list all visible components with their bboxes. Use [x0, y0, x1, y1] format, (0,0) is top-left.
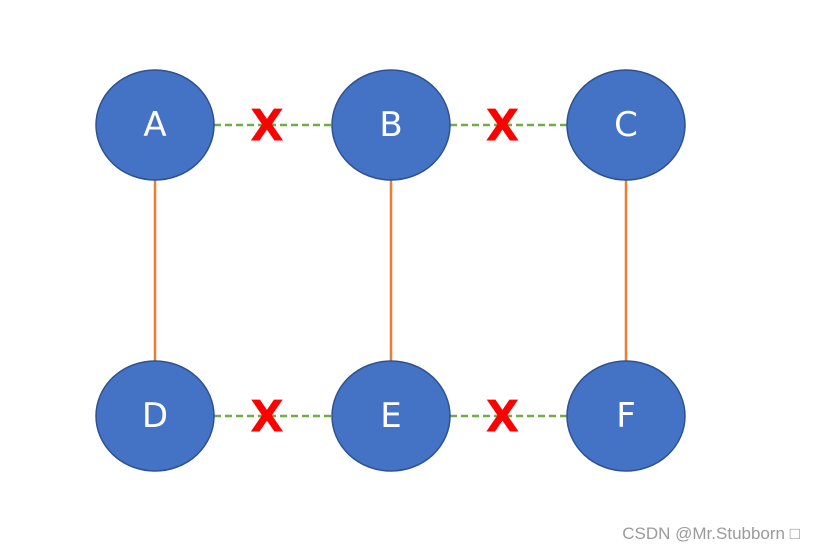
node-circle [566, 69, 686, 181]
node-label: E [380, 396, 401, 436]
node-circle [95, 360, 215, 472]
node-label: F [616, 396, 636, 436]
node-c: C [566, 69, 686, 181]
node-circle [566, 360, 686, 472]
cut-mark-b-c: X [486, 101, 520, 152]
edges-layer [153, 123, 628, 418]
nodes-layer: A B C D E F [95, 69, 686, 472]
cut-mark-e-f: X [486, 392, 520, 443]
cut-mark-d-e: X [250, 392, 284, 443]
node-a: A [95, 69, 215, 181]
node-circle [331, 360, 451, 472]
node-circle [331, 69, 451, 181]
node-b: B [331, 69, 451, 181]
node-d: D [95, 360, 215, 472]
node-e: E [331, 360, 451, 472]
node-label: D [142, 396, 168, 436]
cut-marks-layer: X X X X [250, 101, 520, 443]
watermark: CSDN @Mr.Stubborn □ [622, 524, 800, 543]
node-label: B [379, 105, 402, 145]
node-f: F [566, 360, 686, 472]
cut-mark-a-b: X [250, 101, 284, 152]
node-circle [95, 69, 215, 181]
node-label: C [614, 105, 638, 145]
node-label: A [143, 105, 166, 145]
